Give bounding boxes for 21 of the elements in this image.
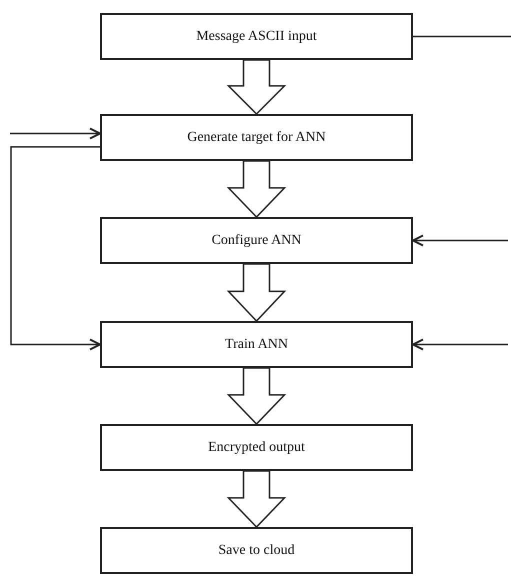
process-box [100, 321, 413, 368]
box-label: Encrypted output [208, 439, 305, 457]
block-arrow [226, 367, 286, 426]
process-box [100, 217, 413, 264]
box-label: Configure ANN [212, 232, 302, 250]
arrow [10, 146, 101, 350]
block-arrow [226, 59, 286, 116]
arrow [412, 234, 508, 246]
process-box [100, 13, 413, 60]
block-arrow [226, 263, 286, 322]
arrow [412, 338, 508, 350]
box-label: Train ANN [225, 336, 288, 354]
process-box [100, 424, 413, 471]
process-box [100, 527, 413, 574]
box-label: Message ASCII input [196, 28, 317, 46]
block-arrow [226, 470, 286, 528]
block-arrow [226, 160, 286, 218]
process-box [100, 114, 413, 161]
box-label: Save to cloud [218, 542, 295, 560]
arrow [10, 128, 101, 140]
box-label: Generate target for ANN [187, 129, 326, 147]
